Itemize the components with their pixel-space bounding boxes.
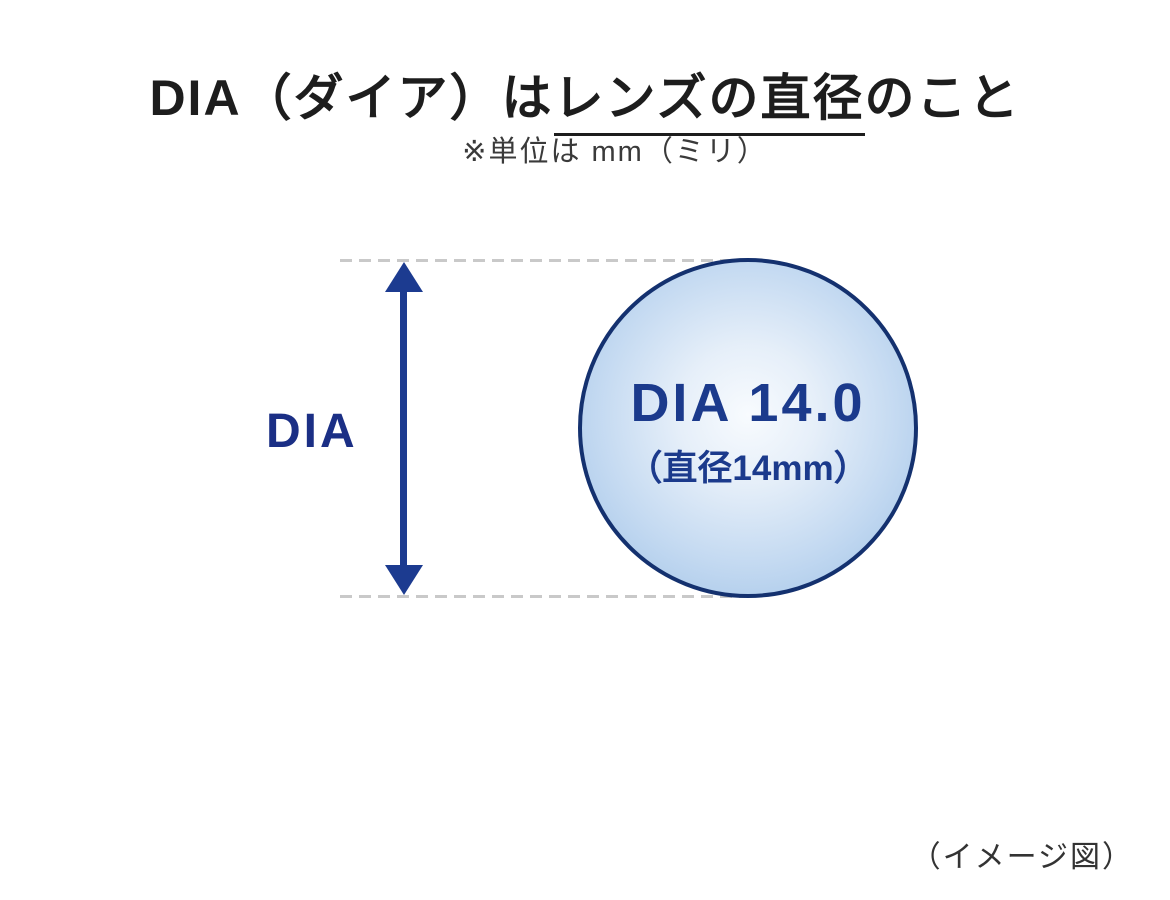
lens-diameter-mm: （直径14mm） [627, 448, 869, 488]
arrow-down-head-icon [385, 565, 423, 595]
title-prefix: DIA（ダイア）は [149, 69, 554, 126]
dia-arrow-label: DIA [266, 405, 358, 458]
diameter-arrow-shaft [400, 286, 407, 572]
image-type-caption: （イメージ図） [910, 841, 1134, 874]
bottom-tangent-dashed-line [340, 595, 745, 598]
lens-dia-value: DIA 14.0 [630, 373, 866, 434]
page-title: DIA（ダイア）はレンズの直径のこと [0, 58, 1170, 136]
lens-circle: DIA 14.0 （直径14mm） [578, 258, 918, 598]
unit-note: ※単位は mm（ミリ） [462, 136, 768, 168]
title-suffix: のこと [864, 69, 1021, 126]
title-underlined-phrase: レンズの直径 [553, 69, 865, 136]
top-tangent-dashed-line [340, 259, 745, 262]
